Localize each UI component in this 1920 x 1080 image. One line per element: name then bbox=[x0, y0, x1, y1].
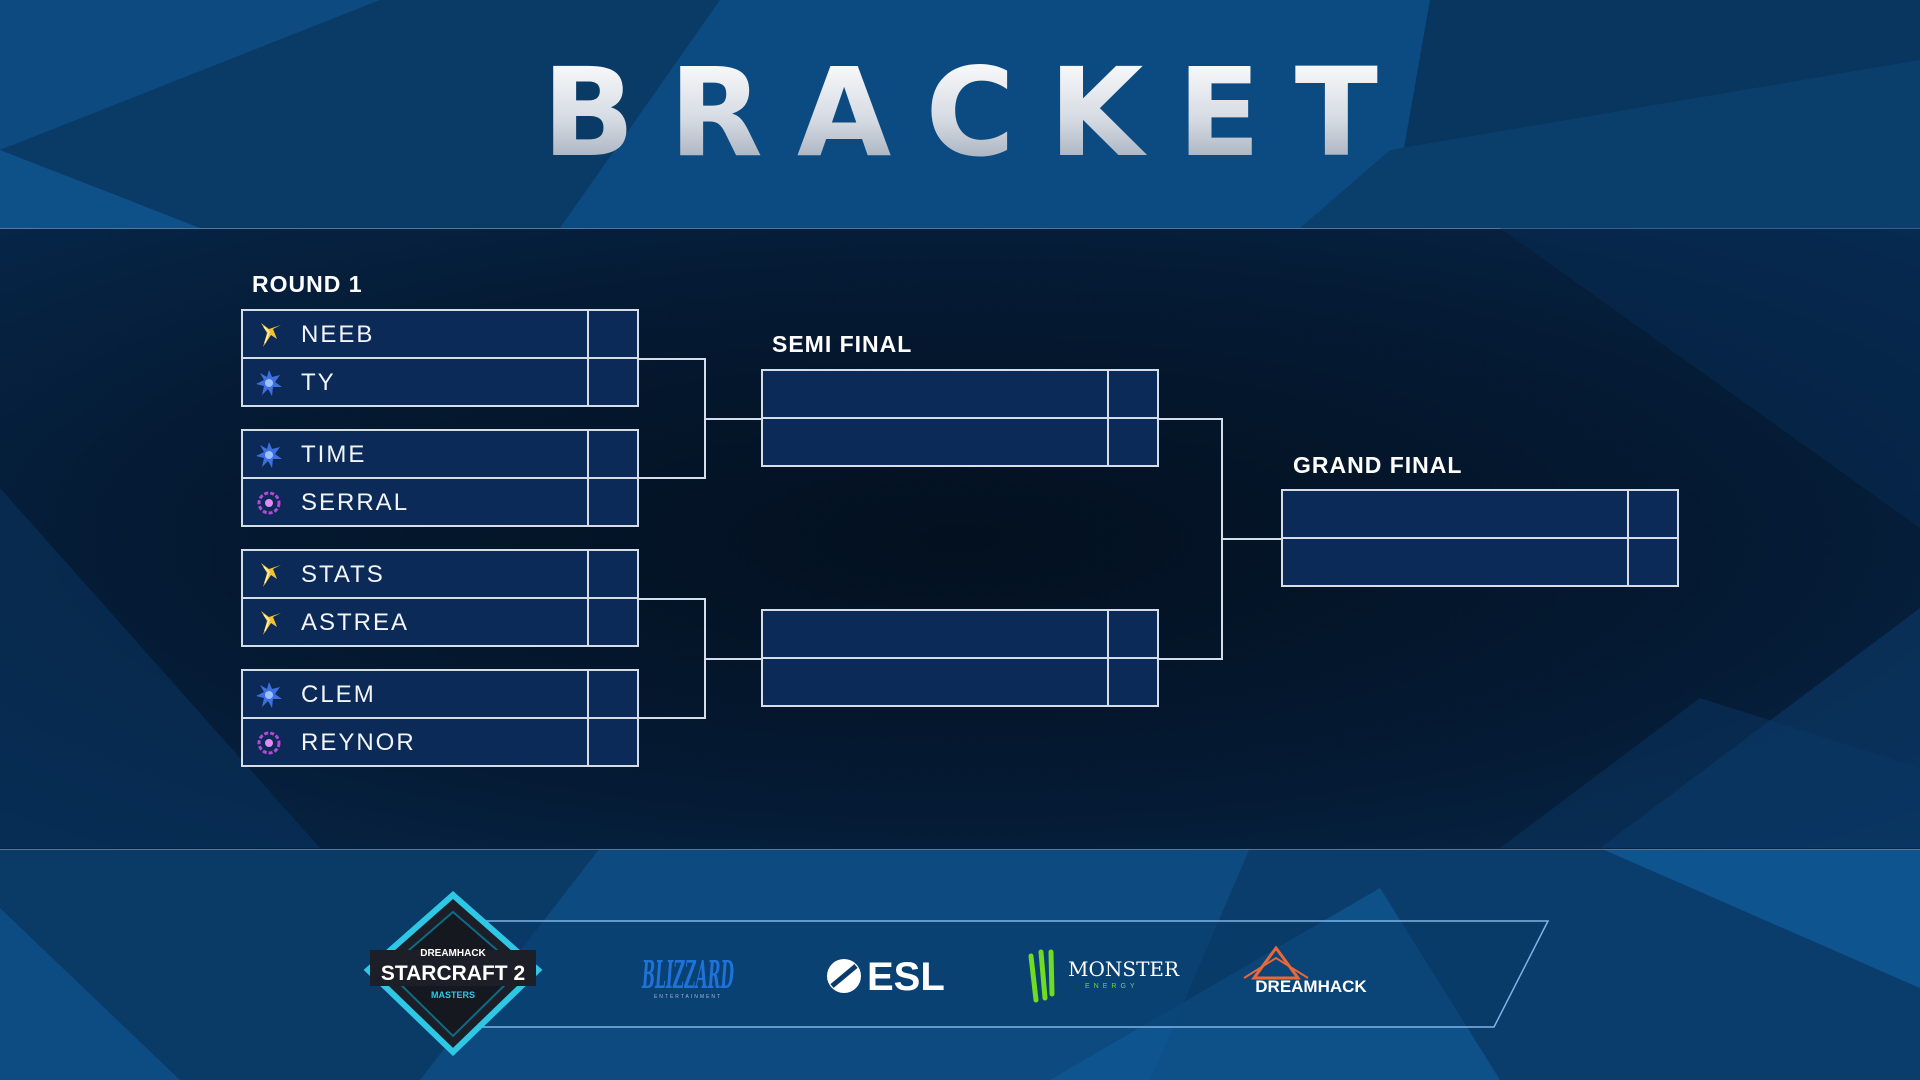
player-name: NEEB bbox=[301, 321, 375, 348]
page-title: BRACKET bbox=[0, 52, 1920, 174]
terran-icon bbox=[256, 370, 282, 396]
score-cell bbox=[589, 479, 637, 525]
round1-match-3: STATS ASTREA bbox=[241, 549, 639, 647]
player-slot[interactable] bbox=[1283, 539, 1677, 585]
round-1-label: ROUND 1 bbox=[252, 271, 363, 297]
player-name-cell bbox=[1283, 539, 1629, 585]
score-cell bbox=[589, 599, 637, 645]
score-cell bbox=[589, 671, 637, 717]
footer-background bbox=[0, 848, 1920, 1080]
player-slot[interactable]: TIME bbox=[243, 431, 637, 479]
player-name: TY bbox=[301, 369, 336, 396]
player-name-cell bbox=[763, 371, 1109, 417]
player-slot[interactable] bbox=[1283, 491, 1677, 539]
player-name-cell: REYNOR bbox=[243, 719, 589, 765]
player-slot[interactable] bbox=[763, 371, 1157, 419]
grand-final-label: GRAND FINAL bbox=[1293, 452, 1463, 478]
round1-match-4: CLEM REYNOR bbox=[241, 669, 639, 767]
player-slot[interactable]: CLEM bbox=[243, 671, 637, 719]
player-name-cell bbox=[1283, 491, 1629, 537]
protoss-icon bbox=[261, 323, 281, 347]
score-cell bbox=[1629, 491, 1677, 537]
player-slot[interactable] bbox=[763, 611, 1157, 659]
player-name-cell: SERRAL bbox=[243, 479, 589, 525]
score-cell bbox=[589, 359, 637, 405]
score-cell bbox=[589, 719, 637, 765]
player-slot[interactable]: ASTREA bbox=[243, 599, 637, 645]
score-cell bbox=[1109, 611, 1157, 657]
round1-match-1: NEEB TY bbox=[241, 309, 639, 407]
player-slot[interactable]: SERRAL bbox=[243, 479, 637, 525]
player-slot[interactable] bbox=[763, 659, 1157, 705]
player-name-cell bbox=[763, 659, 1109, 705]
zerg-icon bbox=[257, 731, 281, 755]
player-name-cell: TY bbox=[243, 359, 589, 405]
protoss-icon bbox=[261, 611, 281, 635]
header-background bbox=[0, 0, 1920, 228]
zerg-icon bbox=[257, 491, 281, 515]
score-cell bbox=[1109, 419, 1157, 465]
grand-final-match bbox=[1281, 489, 1679, 587]
player-name-cell: ASTREA bbox=[243, 599, 589, 645]
player-name: REYNOR bbox=[301, 729, 416, 756]
terran-icon bbox=[256, 682, 282, 708]
semi-final-match-1 bbox=[761, 369, 1159, 467]
score-cell bbox=[589, 311, 637, 357]
player-slot[interactable]: NEEB bbox=[243, 311, 637, 359]
score-cell bbox=[589, 551, 637, 597]
player-name: TIME bbox=[301, 441, 367, 468]
round1-match-2: TIME SERRAL bbox=[241, 429, 639, 527]
player-name: STATS bbox=[301, 561, 385, 588]
semi-final-match-2 bbox=[761, 609, 1159, 707]
player-slot[interactable] bbox=[763, 419, 1157, 465]
player-name-cell: CLEM bbox=[243, 671, 589, 717]
player-name-cell: STATS bbox=[243, 551, 589, 597]
score-cell bbox=[1629, 539, 1677, 585]
panel-decoration bbox=[0, 228, 1920, 848]
semi-final-label: SEMI FINAL bbox=[772, 331, 913, 357]
player-name: ASTREA bbox=[301, 609, 410, 636]
player-slot[interactable]: TY bbox=[243, 359, 637, 405]
score-cell bbox=[1109, 659, 1157, 705]
player-name-cell bbox=[763, 611, 1109, 657]
player-name-cell: TIME bbox=[243, 431, 589, 477]
player-name: SERRAL bbox=[301, 489, 410, 516]
player-name: CLEM bbox=[301, 681, 376, 708]
player-slot[interactable]: STATS bbox=[243, 551, 637, 599]
score-cell bbox=[1109, 371, 1157, 417]
score-cell bbox=[589, 431, 637, 477]
terran-icon bbox=[256, 442, 282, 468]
protoss-icon bbox=[261, 563, 281, 587]
player-slot[interactable]: REYNOR bbox=[243, 719, 637, 765]
player-name-cell bbox=[763, 419, 1109, 465]
player-name-cell: NEEB bbox=[243, 311, 589, 357]
